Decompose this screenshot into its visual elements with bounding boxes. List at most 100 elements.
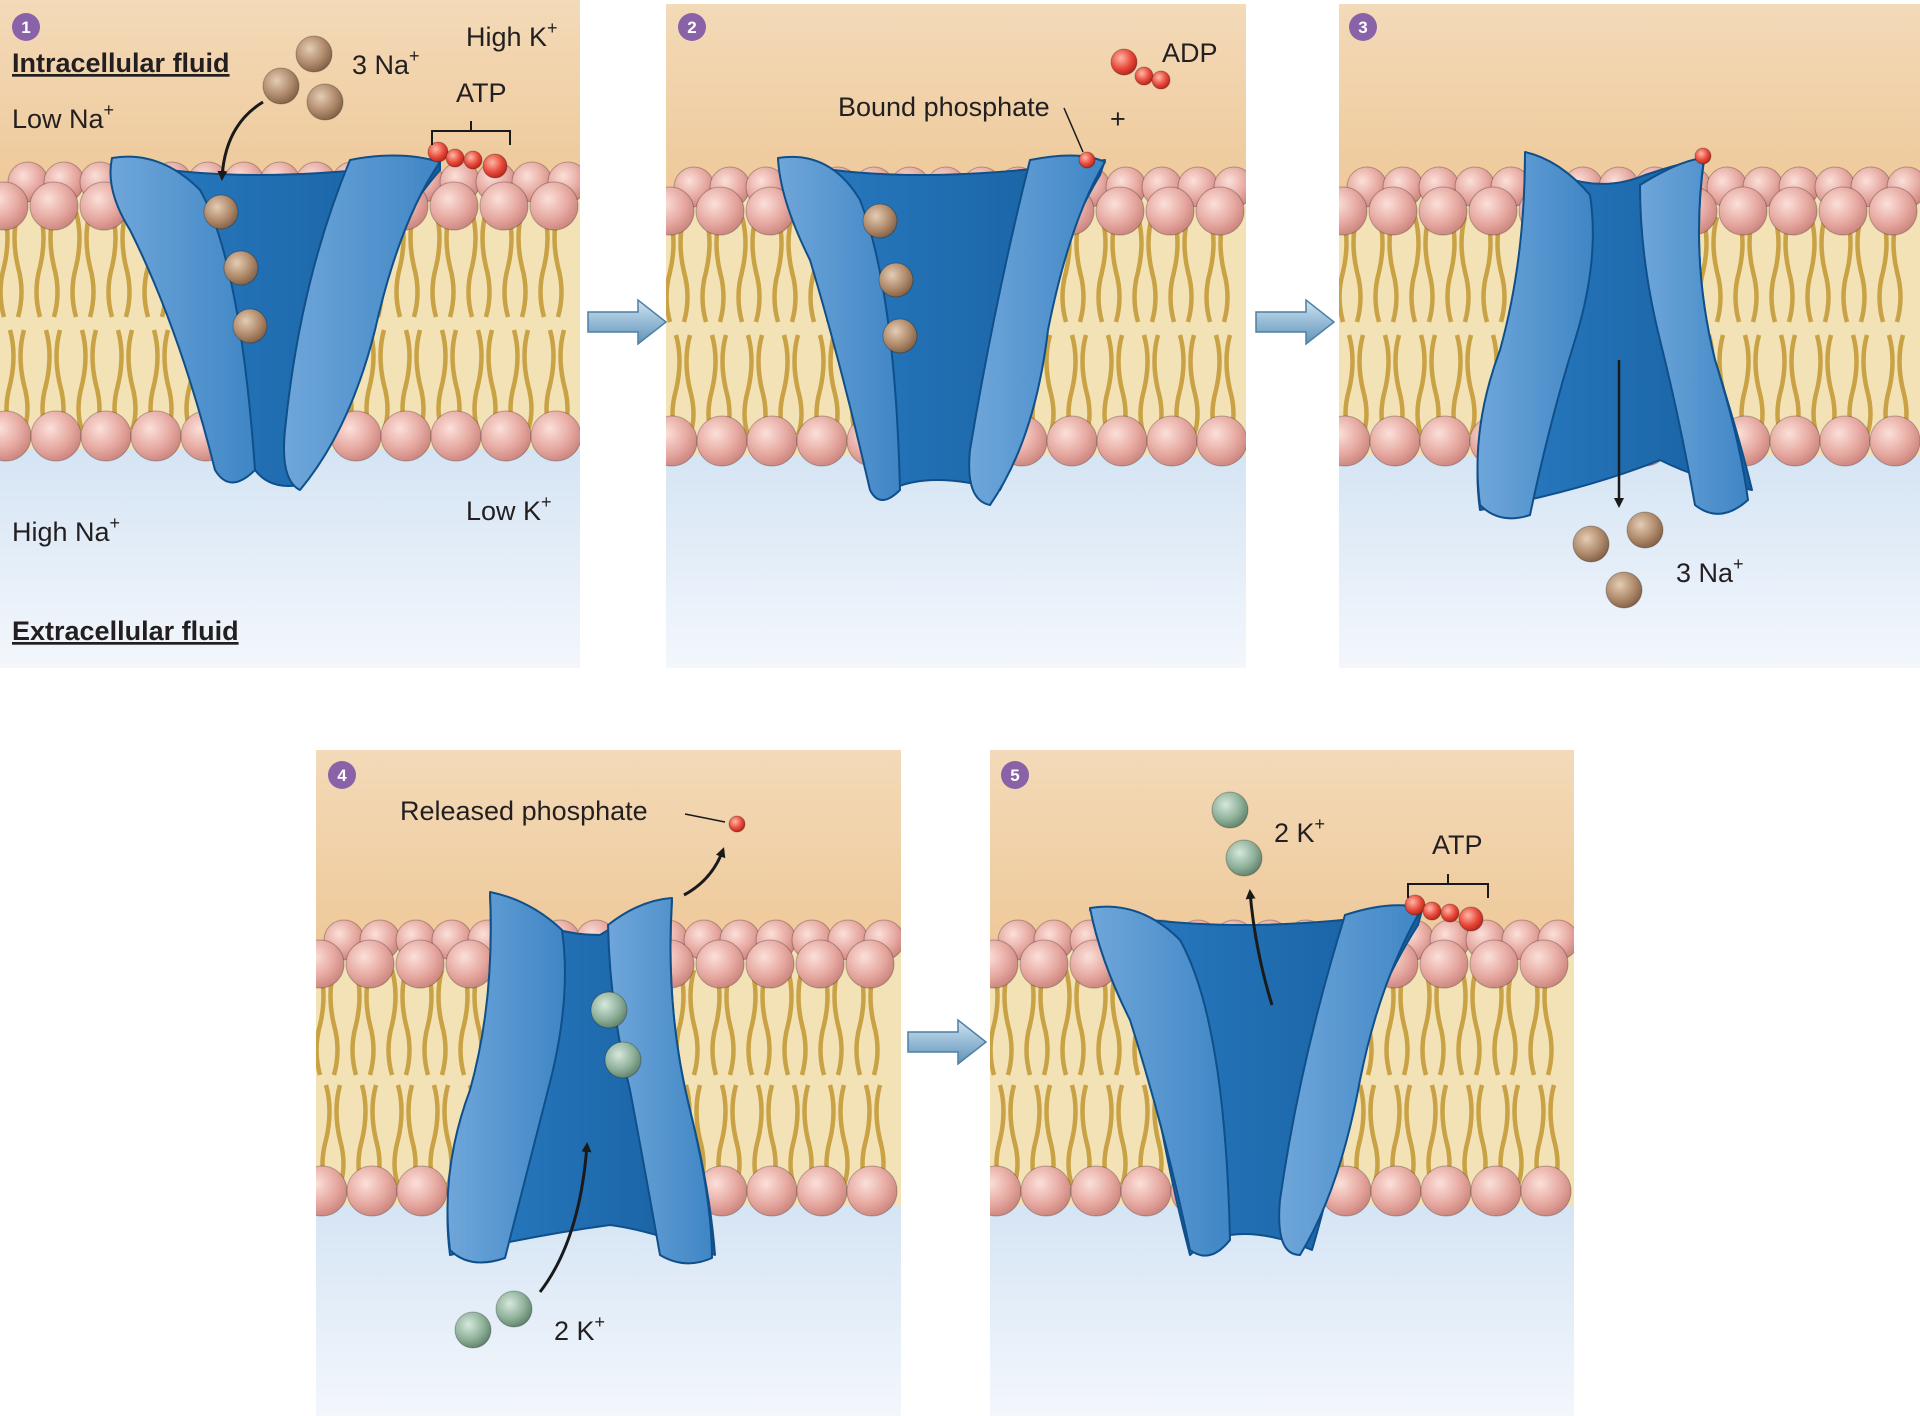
na-count-label: 3 Na+ [1676,554,1744,588]
sodium-ion [295,35,333,73]
process-arrow-4-5 [907,1018,988,1066]
lipid-tail [792,334,804,436]
k-exit-arrow [1245,889,1274,1006]
lipid-tail [742,334,754,436]
released-phosphate [728,815,746,833]
na-entry-arrow [217,100,264,181]
sodium-ion [1605,571,1643,609]
lipid-head [480,410,532,462]
lipid-tail [1769,216,1781,323]
na-count-label: 3 Na+ [352,46,420,80]
lipid-head [380,410,432,462]
lipid-head [745,939,795,989]
lipid-head [1368,186,1418,236]
pump-protein-5 [1089,791,1489,1257]
protein-right-subunit [1639,157,1749,515]
phosphate [427,141,449,163]
lipid-head [130,410,182,462]
protein-left-subunit [1476,151,1594,520]
lipid-head [1418,186,1468,236]
lipid-tail [126,329,138,431]
lipid-tail [786,216,798,323]
lipid-tail [1044,334,1056,436]
lipid-head [666,415,698,467]
lipid-head [990,939,1019,989]
lipid-tail [1423,216,1435,323]
lipid-tail [386,969,398,1076]
lipid-head [1520,1165,1572,1217]
intracellular-fluid-label: Intracellular fluid [12,48,230,78]
protein-left-subunit [777,156,901,501]
lipid-tail [684,334,696,436]
k-entry-arrow [538,1142,592,1293]
lipid-tail [688,969,700,1076]
lipid-tail [480,211,492,318]
potassium-ion [1225,839,1263,877]
step-badge-2 [678,13,706,41]
lipid-head [1146,415,1198,467]
lipid-tail [736,216,748,323]
lipid-head [29,181,79,231]
lipid-head [1196,415,1246,467]
protein-left-subunit [446,891,566,1264]
k-count-label: 2 K+ [554,1312,605,1346]
lipid-head [316,1165,348,1217]
lipid-tail [1811,334,1823,436]
lipid-head [1868,186,1918,236]
lipid-head [396,1165,448,1217]
lipid-head [1768,186,1818,236]
lipid-tail [120,211,132,318]
lipid-head [30,410,82,462]
panel-1-labels: 1 Intracellular fluid Low Na+ 3 Na+ High… [12,13,558,646]
lipid-head [1420,1165,1472,1217]
potassium-ion [604,1041,642,1079]
high-na-label: High Na+ [12,513,120,547]
lipid-tail [1855,216,1867,323]
k-count-label: 2 K+ [1274,814,1325,848]
lipid-tail [1066,1084,1078,1186]
adp-label: ADP [1162,38,1218,68]
lipid-head [1469,939,1519,989]
atp-label: ATP [1432,830,1483,860]
released-phosphate-label: Released phosphate [400,796,648,826]
sodium-ion [262,67,300,105]
potassium-ion [1211,791,1249,829]
lipid-tail [1146,216,1158,323]
lipid-tail [334,1084,346,1186]
lipid-head [530,410,580,462]
lipid-head [1019,939,1069,989]
lipid-head [795,939,845,989]
lipid-tail [522,329,534,431]
lipid-head [1419,415,1471,467]
lipid-head [695,186,745,236]
lipid-head [346,1165,398,1217]
lipid-head [796,1165,848,1217]
lipid-tail [1415,334,1427,436]
sodium-ion [306,83,344,121]
lipid-head [1070,1165,1122,1217]
protein-left-subunit [1089,905,1231,1257]
pump-protein-3 [1476,147,1753,609]
lipid-head [1369,415,1421,467]
low-k-label: Low K+ [466,492,552,526]
lipid-tail [1512,1084,1524,1186]
low-na-label: Low Na+ [12,100,114,134]
lipid-tail [378,329,390,431]
lipid-head [846,1165,898,1217]
lipid-tail [76,329,88,431]
lipid-head [666,186,695,236]
lipid-head [345,939,395,989]
phosphate [1440,903,1460,923]
lipid-tail [1116,1084,1128,1186]
lipid-head [1519,939,1569,989]
lipid-tail [1819,216,1831,323]
pump-protein-2 [777,48,1171,506]
lipid-tail [472,329,484,431]
step-badge-4 [328,761,356,789]
process-arrow-2-3 [1255,298,1336,346]
step-number: 3 [1358,18,1367,37]
step-badge-1 [12,13,40,41]
lipid-tail [746,969,758,1076]
high-k-label: High K+ [466,18,558,52]
